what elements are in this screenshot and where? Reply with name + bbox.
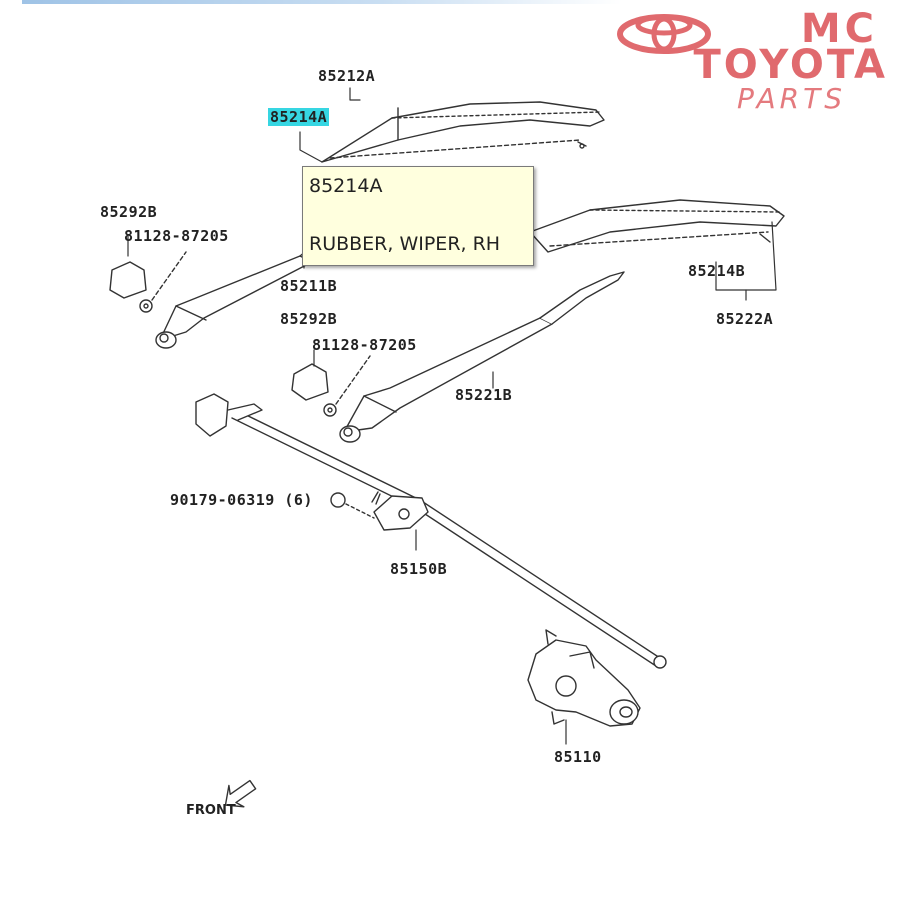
callout-85212a[interactable]: 85212A xyxy=(318,67,376,85)
callout-85110[interactable]: 85110 xyxy=(554,748,602,766)
bolt-90179[interactable] xyxy=(330,491,381,519)
callout-85292b-right[interactable]: 85292B xyxy=(280,310,338,328)
callout-85211b[interactable]: 85211B xyxy=(280,277,338,295)
wiper-blade-right[interactable] xyxy=(529,199,785,253)
tooltip-description: RUBBER, WIPER, RH xyxy=(309,233,501,255)
callout-90179[interactable]: 90179-06319 (6) xyxy=(170,491,313,509)
brand-mc: MC xyxy=(800,6,878,52)
top-accent-bar xyxy=(22,0,622,4)
callout-85292b-left[interactable]: 85292B xyxy=(100,203,158,221)
part-tooltip: 85214A RUBBER, WIPER, RH xyxy=(302,166,534,266)
callout-81128-right[interactable]: 81128-87205 xyxy=(312,336,417,354)
callout-85214b[interactable]: 85214B xyxy=(688,262,746,280)
nut-right[interactable] xyxy=(323,355,371,417)
tooltip-part-number: 85214A xyxy=(309,175,383,197)
callout-85221b[interactable]: 85221B xyxy=(455,386,513,404)
front-label: FRONT xyxy=(186,803,236,818)
callout-85222a[interactable]: 85222A xyxy=(716,310,774,328)
wiper-motor[interactable] xyxy=(527,629,641,727)
pivot-cap-left[interactable] xyxy=(109,261,147,299)
brand-parts: PARTS xyxy=(737,82,846,115)
pivot-cap-right[interactable] xyxy=(291,363,329,401)
front-arrow-icon xyxy=(224,779,257,808)
wiper-arm-right[interactable] xyxy=(339,271,625,443)
wiper-link-assembly[interactable] xyxy=(195,393,667,669)
nut-left[interactable] xyxy=(139,251,187,313)
callout-81128-left[interactable]: 81128-87205 xyxy=(124,227,229,245)
callout-85150b[interactable]: 85150B xyxy=(390,560,448,578)
brand-toyota: TOYOTA xyxy=(693,42,888,88)
wiper-blade-upper[interactable] xyxy=(321,101,605,163)
toyota-emblem-icon xyxy=(617,14,711,54)
callout-85214a-highlighted[interactable]: 85214A xyxy=(268,108,330,126)
